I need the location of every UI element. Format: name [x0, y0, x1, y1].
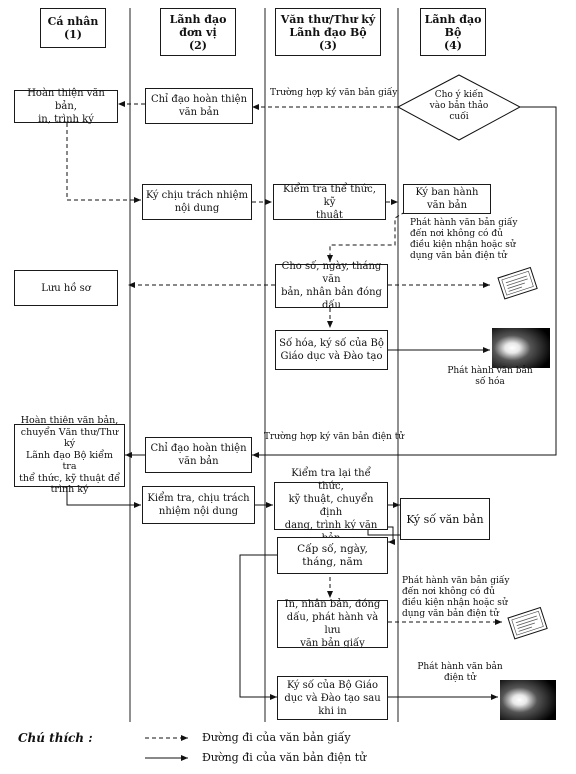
- node-ky-ban-hanh: Ký ban hành văn bản: [403, 184, 491, 214]
- decision-diamond: [396, 74, 522, 141]
- label-phat-hanh-giay-2: Phát hành văn bản giấy đến nơi không có …: [402, 576, 510, 619]
- node-cap-so: Cấp số, ngày, tháng, năm: [277, 537, 388, 574]
- digital-document-icon: [492, 328, 550, 368]
- node-kiem-tra-the-thuc: Kiểm tra thể thức, kỹ thuật: [273, 184, 386, 221]
- header-van-thu: Văn thư/Thư ký Lãnh đạo Bộ (3): [275, 8, 381, 56]
- node-in-nhan-ban: In, nhân bản, đóng dấu, phát hành và lưu…: [277, 599, 388, 649]
- swimlane-separators: [129, 8, 399, 722]
- label-truong-hop-giay: Trường hợp ký văn bản giấy: [270, 88, 398, 98]
- node-cho-y-kien: Cho ý kiến vào bản thảo cuối: [429, 90, 489, 122]
- node-luu-ho-so: Lưu hồ sơ: [14, 270, 118, 306]
- paper-document-icon: [507, 606, 548, 640]
- node-kiem-tra-chiu-trach-nhiem: Kiểm tra, chịu trách nhiệm nội dung: [142, 486, 255, 524]
- node-chi-dao-hoan-thien: Chỉ đạo hoàn thiện văn bản: [145, 88, 253, 124]
- node-hoan-thien-chuyen: Hoàn thiện văn bản, chuyển Văn thư/Thư k…: [14, 415, 125, 495]
- legend-electronic-text: Đường đi của văn bản điện tử: [202, 751, 367, 764]
- node-cho-so-ngay: Cho số, ngày, tháng văn bản, nhân bản đó…: [275, 261, 388, 311]
- label-phat-hanh-so-hoa: Phát hành văn bản số hóa: [447, 366, 533, 387]
- node-hoan-thien-van-ban: Hoàn thiện văn bản, in, trình ký: [14, 88, 118, 125]
- node-ky-so-bo: Ký số của Bộ Giáo dục và Đào tạo sau khi…: [277, 676, 388, 720]
- arrow-kybanhanh-to-choso: [327, 211, 406, 262]
- label-truong-hop-dien-tu: Trường hợp ký văn bản điện tử: [264, 432, 405, 442]
- paper-document-icon: [497, 266, 538, 300]
- digital-document-icon: [500, 680, 556, 720]
- node-ky-so-van-ban: Ký số văn bản: [400, 498, 490, 540]
- label-phat-hanh-dien-tu: Phát hành văn bản điện tử: [417, 662, 503, 683]
- arrow-capso-to-kysobo: [239, 554, 277, 700]
- legend-title: Chú thích :: [18, 731, 93, 745]
- arrow-diamond-to-chidao2: [252, 106, 557, 458]
- label-phat-hanh-giay-1: Phát hành văn bản giấy đến nơi không có …: [410, 218, 518, 261]
- node-so-hoa-ky-so: Số hóa, ký số của Bộ Giáo dục và Đào tạo: [275, 330, 388, 370]
- node-kiem-tra-lai: Kiểm tra lại thể thức, kỹ thuật, chuyển …: [274, 468, 388, 544]
- arrow-hoanthien1-to-kychiu: [66, 123, 141, 203]
- legend-paper-text: Đường đi của văn bản giấy: [202, 731, 351, 744]
- node-ky-chiu-trach-nhiem: Ký chịu trách nhiệm nội dung: [142, 184, 252, 220]
- arrow-hoanthien2-to-kiemtra-chiu: [66, 487, 141, 508]
- header-ca-nhan: Cá nhân (1): [40, 8, 106, 48]
- header-lanh-dao-bo: Lãnh đạo Bộ (4): [420, 8, 486, 56]
- node-chi-dao-hoan-thien-2: Chỉ đạo hoàn thiện văn bản: [145, 437, 252, 473]
- header-lanh-dao-don-vi: Lãnh đạo đơn vị (2): [160, 8, 236, 56]
